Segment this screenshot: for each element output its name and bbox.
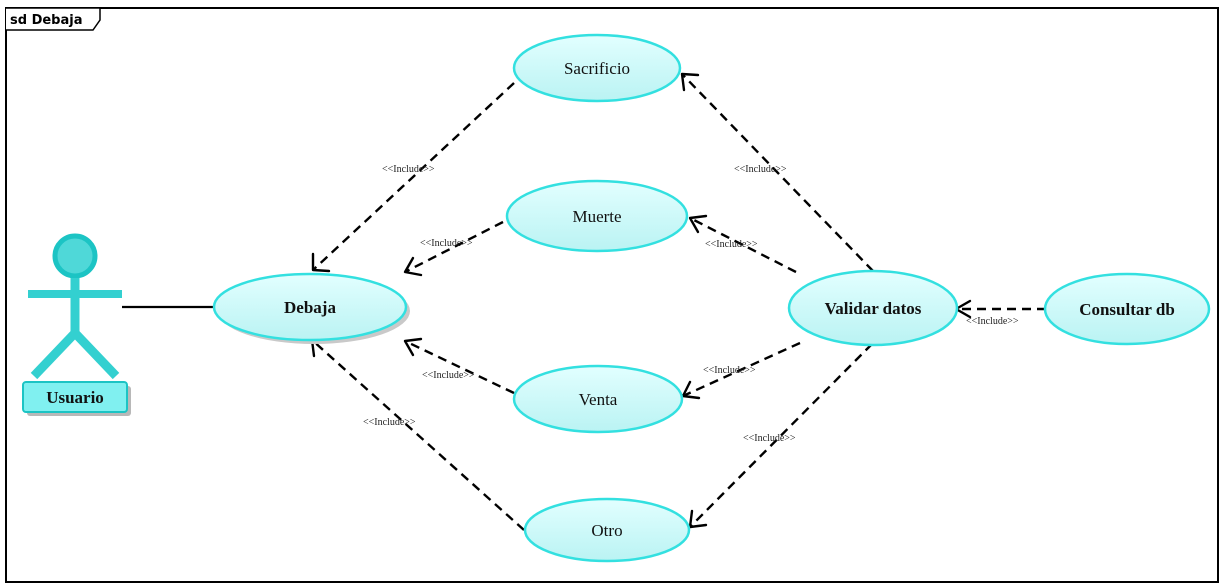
label-include: <<Include>> [703,365,756,376]
arrow-head [403,337,423,357]
usecase-validar-datos[interactable]: Validar datos [787,269,959,347]
frame-title: sd Debaja [10,13,82,28]
usecase-label: Otro [591,521,622,540]
label-include: <<Include>> [743,433,796,444]
arrow-head [403,256,423,277]
usecase-ellipse [787,269,959,347]
usecase-muerte[interactable]: Muerte [505,179,689,253]
usecase-label: Validar datos [825,299,922,318]
label-include: <<Include>> [734,164,787,175]
arrow-head [688,509,708,529]
usecase-sacrificio[interactable]: Sacrificio [512,33,682,103]
usecase-venta[interactable]: Venta [512,364,684,434]
arrow-head [680,72,700,92]
usecase-otro[interactable]: Otro [523,497,691,563]
usecase-label: Consultar db [1079,300,1175,319]
usecase-label: Venta [579,390,618,409]
include-validar-sacrificio [681,73,874,272]
arrow-head [311,252,331,273]
usecase-ellipse [1043,272,1211,346]
arrow-head [681,380,701,400]
label-include: <<Include>> [363,417,416,428]
usecase-ellipse [505,179,689,253]
label-include: <<Include>> [705,239,758,250]
actor-name: Usuario [46,388,104,407]
usecase-ellipse [523,497,691,563]
diagram-frame: sd Debaja [5,7,1219,583]
actor-head [52,233,98,279]
usecase-ellipse [512,33,682,103]
include-validar-venta [682,341,801,398]
usecase-label: Muerte [572,207,621,226]
actor-label-box [22,381,128,413]
arrow-head [688,214,708,234]
label-include: <<Include>> [420,238,473,249]
include-muerte-debaja [404,220,504,274]
usecase-label: Sacrificio [564,59,630,78]
usecase-label: Debaja [284,298,336,317]
label-include: <<Include>> [966,316,1019,327]
actor-left-leg [30,329,79,380]
include-relations [310,72,1046,531]
include-validar-muerte [689,216,797,274]
include-labels: <<Include>> <<Include>> <<Include>> <<In… [363,164,1019,444]
include-validar-otro [689,343,873,528]
usecase-consultar-db[interactable]: Consultar db [1043,272,1211,346]
usecase-debaja[interactable]: Debaja [212,272,410,344]
label-include: <<Include>> [422,370,475,381]
usecase-ellipse [512,364,684,434]
actor-usuario[interactable]: Usuario [22,233,131,416]
actor-right-leg [71,329,120,380]
usecase-ellipse [212,272,408,342]
label-include: <<Include>> [382,164,435,175]
include-otro-debaja [311,339,525,531]
include-venta-debaja [404,339,515,395]
include-sacrificio-debaja [312,82,515,271]
